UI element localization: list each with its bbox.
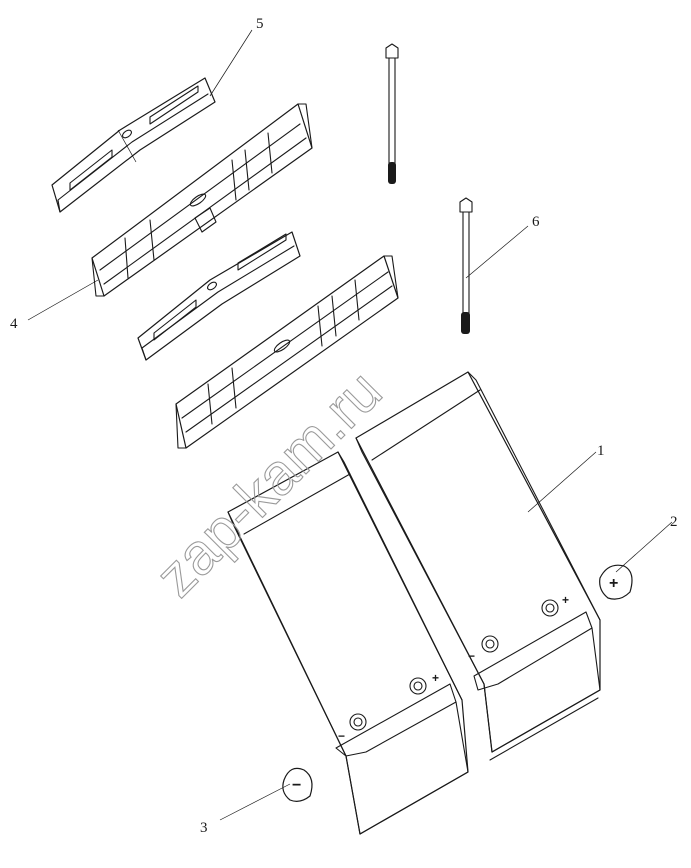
- callout-1: 1: [597, 443, 605, 459]
- battery-right-positive-sign: +: [562, 593, 569, 607]
- callout-labels: 1 2 3 4 5 6: [10, 16, 678, 836]
- battery-right: − +: [355, 371, 601, 761]
- cap-negative-sign: −: [292, 777, 301, 794]
- battery-left: − +: [227, 451, 469, 835]
- callout-6: 6: [532, 214, 540, 230]
- callout-5: 5: [256, 16, 264, 32]
- cap-positive-sign: +: [609, 575, 618, 592]
- terminal-cap-positive: +: [599, 564, 633, 600]
- clamp-upper: [51, 77, 216, 213]
- callout-4: 4: [10, 316, 18, 332]
- clamp-lower: [137, 231, 301, 361]
- leader-lines: [27, 29, 673, 821]
- frame-bar-upper: [91, 103, 313, 297]
- frame-bar-lower: [175, 255, 399, 449]
- callout-3: 3: [200, 820, 208, 836]
- battery-left-positive-sign: +: [432, 671, 439, 685]
- battery-left-negative-sign: −: [338, 729, 345, 743]
- terminal-cap-negative: −: [282, 767, 313, 802]
- callout-2: 2: [670, 514, 678, 530]
- rod-upper: [385, 43, 399, 184]
- battery-right-negative-sign: −: [468, 649, 475, 663]
- rod-lower: [459, 197, 473, 334]
